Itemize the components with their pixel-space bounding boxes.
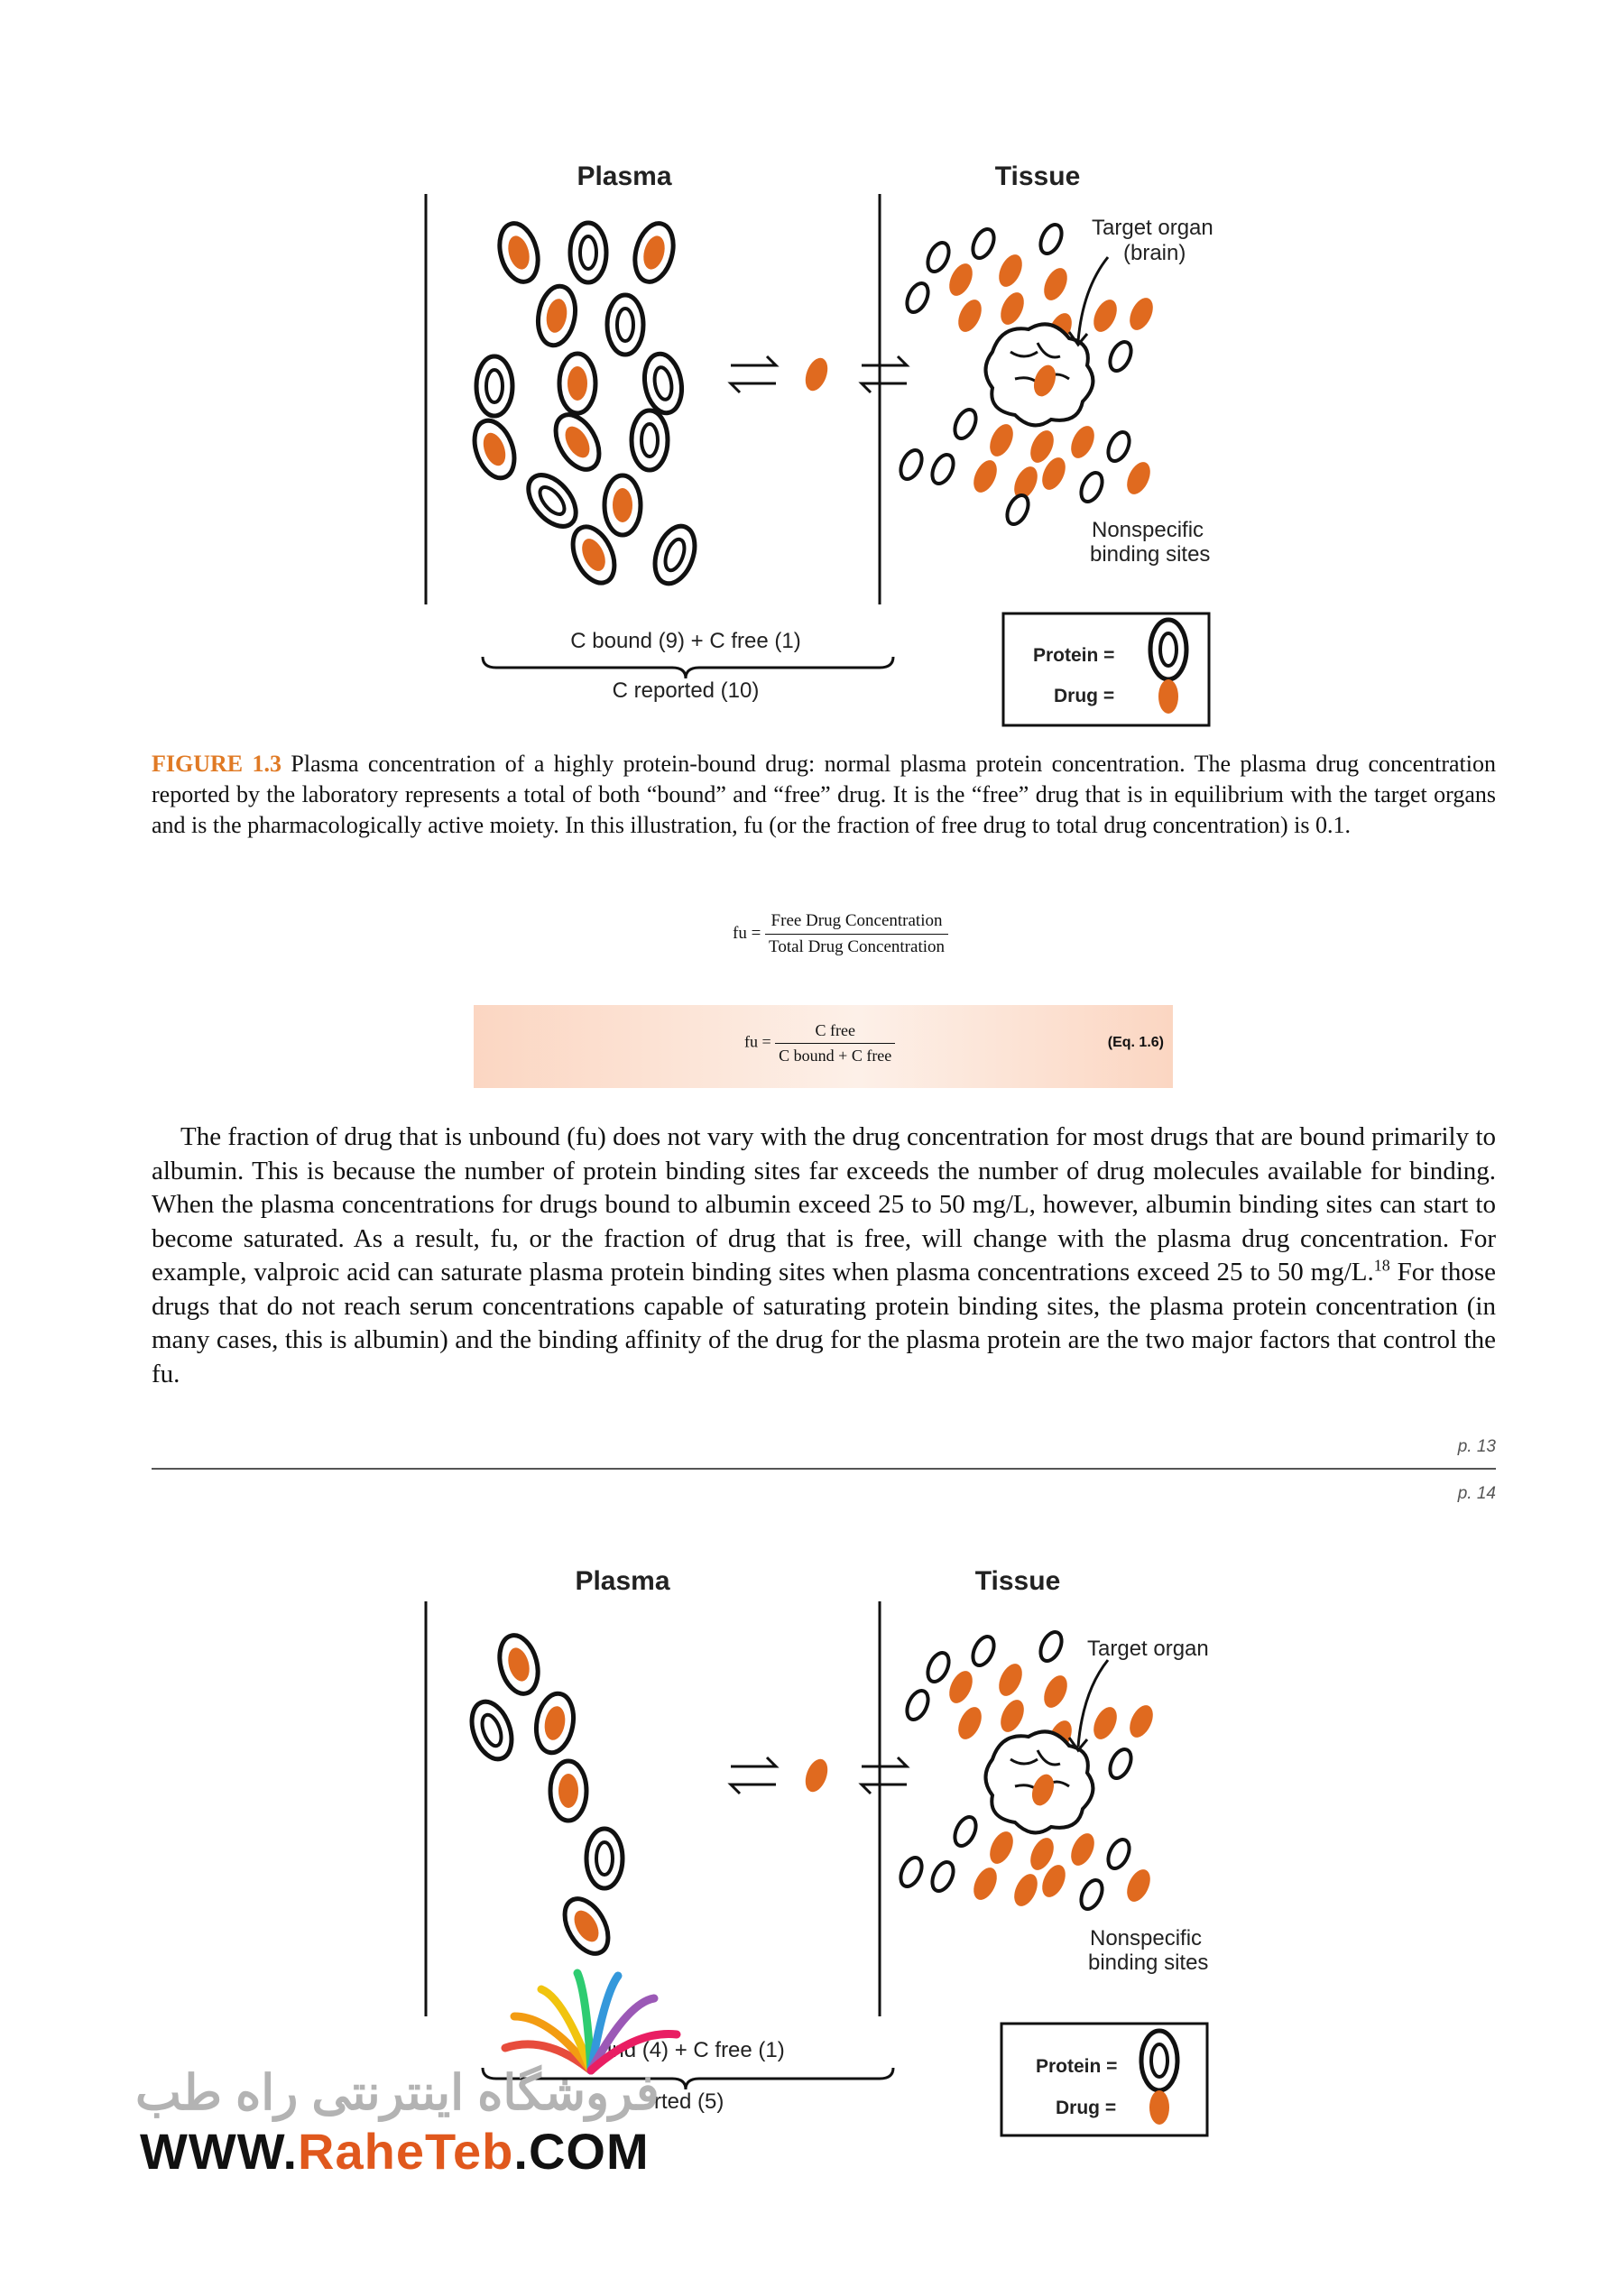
page-mark-14: p. 14 [1458, 1484, 1496, 1504]
figure-1-3-diagram: Plasma Tissue [0, 135, 1624, 731]
legend-box: Protein = Drug = [1003, 613, 1209, 725]
figure-caption: FIGURE 1.3 Plasma concentration of a hig… [152, 749, 1496, 841]
watermark-persian-text: فروشگاه اینترنتی راه طب [135, 2064, 660, 2121]
equilibrium-arrows-left-2 [731, 1757, 776, 1794]
equilibrium-arrows-right-2 [862, 1757, 907, 1794]
formula1-numerator: Free Drug Concentration [765, 911, 948, 935]
plasma-protein-molecules-2 [465, 1631, 623, 1961]
reference-18[interactable]: 18 [1374, 1256, 1390, 1274]
nonspecific-label: Nonspecific [1092, 518, 1204, 542]
equilibrium-arrows-left [731, 356, 776, 392]
page-divider [152, 1468, 1496, 1470]
equation-1-6-box: fu = C free C bound + C free (Eq. 1.6) [474, 1005, 1173, 1088]
bound-free-label: C bound (9) + C free (1) [570, 629, 800, 653]
target-organ-brain-icon [986, 324, 1093, 425]
formula2-denominator: C bound + C free [775, 1044, 895, 1065]
nonspecific-sublabel-2: binding sites [1088, 1951, 1208, 1975]
equation-number: (Eq. 1.6) [1108, 1035, 1164, 1051]
tissue-label-2: Tissue [975, 1566, 1061, 1596]
free-drug-molecule [801, 355, 832, 393]
plasma-protein-molecules [467, 219, 702, 589]
equilibrium-arrows-right [862, 356, 907, 392]
plasma-label: Plasma [577, 161, 671, 191]
target-organ-sublabel: (brain) [1123, 241, 1186, 265]
target-organ-label-2: Target organ [1087, 1637, 1209, 1661]
reported-label: C reported (10) [613, 678, 760, 703]
figure-number: FIGURE 1.3 [152, 751, 281, 777]
body-paragraph: The fraction of drug that is unbound (fu… [152, 1121, 1496, 1391]
legend-drug-label-2: Drug = [1056, 2098, 1116, 2118]
formula1-lhs: fu = [733, 924, 761, 943]
legend-drug-icon [1158, 679, 1178, 714]
nonspecific-sublabel: binding sites [1090, 542, 1210, 567]
target-organ-label: Target organ [1092, 216, 1213, 240]
legend-drug-label: Drug = [1054, 686, 1114, 706]
tissue-label: Tissue [995, 161, 1081, 191]
legend-protein-label: Protein = [1033, 645, 1114, 666]
watermark-url[interactable]: WWW.RaheTeb.COM [140, 2122, 650, 2181]
caption-text: Plasma concentration of a highly protein… [152, 751, 1496, 838]
formula1-denominator: Total Drug Concentration [765, 935, 948, 957]
formula2: fu = C free C bound + C free [744, 1021, 895, 1065]
legend-drug-icon-2 [1149, 2090, 1169, 2125]
free-drug-molecule-2 [801, 1756, 832, 1794]
plasma-label-2: Plasma [575, 1566, 669, 1596]
formula2-fraction: C free C bound + C free [775, 1021, 895, 1065]
page-mark-13: p. 13 [1458, 1437, 1496, 1457]
legend-protein-icon [1150, 620, 1186, 679]
fu-definition-formula: fu = Free Drug Concentration Total Drug … [733, 911, 948, 957]
reported-label-2: rted (5) [654, 2089, 724, 2114]
formula2-numerator: C free [775, 1021, 895, 1044]
legend-box-2: Protein = Drug = [1001, 2024, 1207, 2135]
nonspecific-label-2: Nonspecific [1090, 1926, 1202, 1951]
legend-protein-icon-2 [1141, 2031, 1177, 2090]
legend-protein-label-2: Protein = [1036, 2056, 1117, 2077]
figure-1-4-diagram: Plasma Tissue [0, 1534, 1624, 2147]
formula2-lhs: fu = [744, 1033, 771, 1051]
sum-bracket [483, 657, 893, 678]
formula1-fraction: Free Drug Concentration Total Drug Conce… [765, 911, 948, 957]
